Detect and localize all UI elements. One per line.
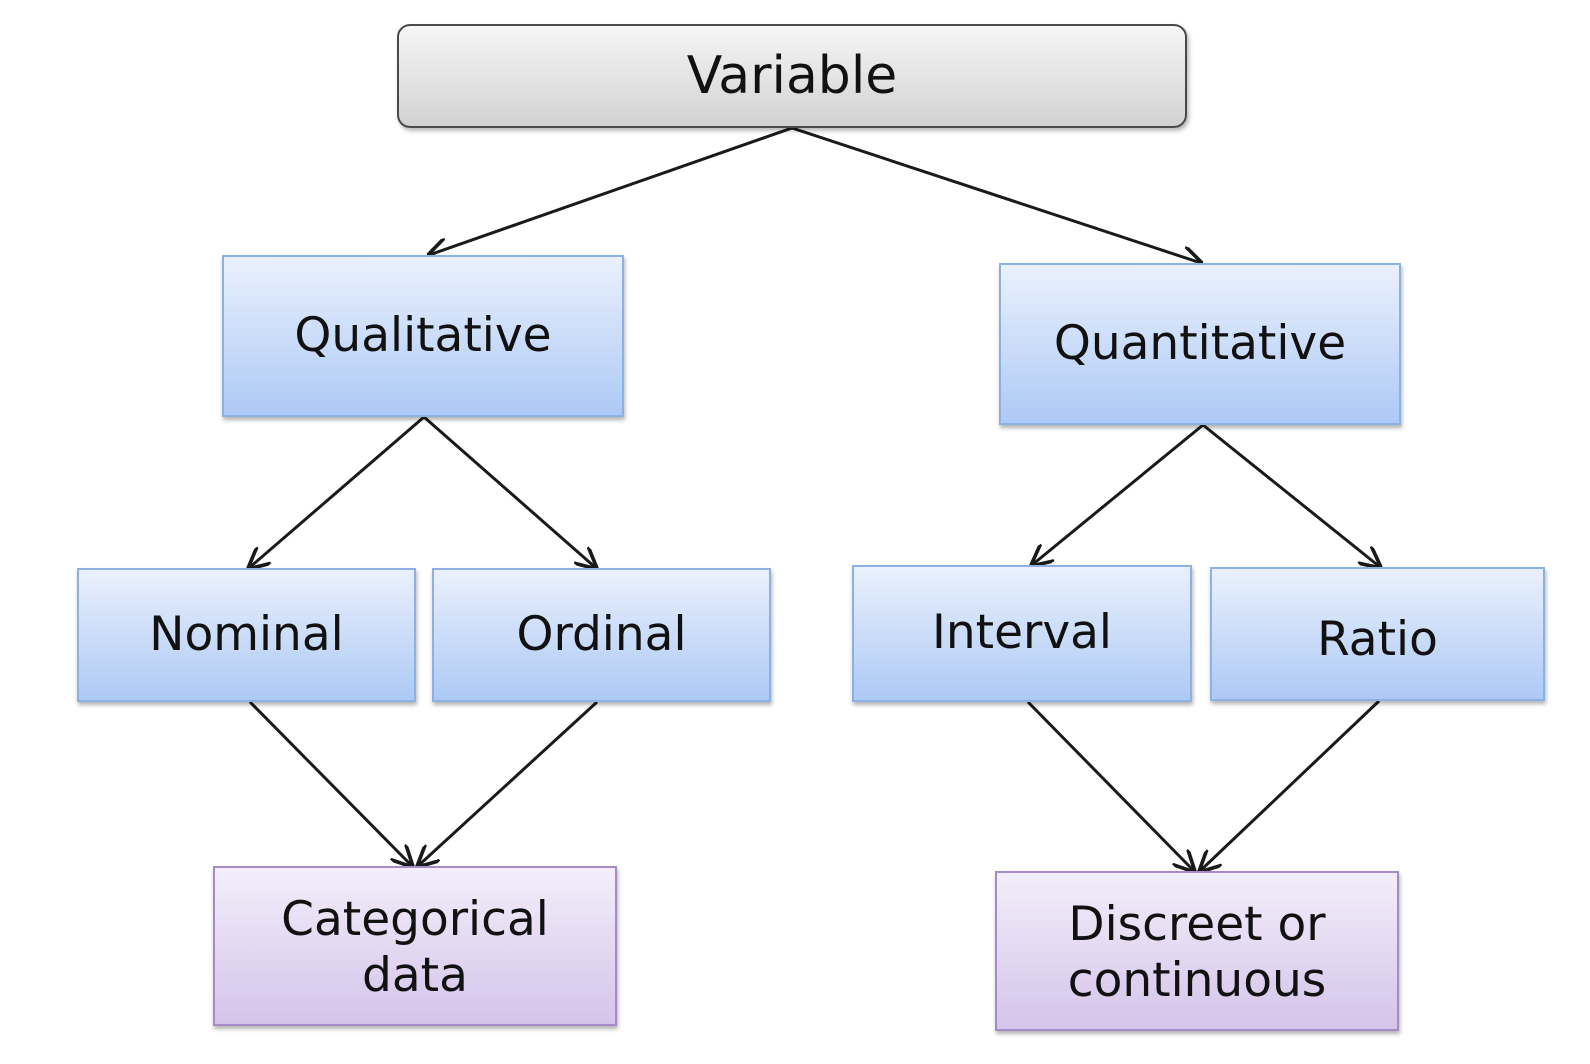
arrow-qualitative-to-ordinal (423, 415, 596, 568)
arrow-quantitative-to-interval (1032, 423, 1204, 565)
nominal-node: Nominal (77, 568, 416, 702)
quantitative-label: Quantitative (1053, 315, 1347, 371)
ratio-node: Ratio (1210, 567, 1545, 701)
categorical-data-label: Categorical data (281, 892, 549, 1005)
categorical-data-line-1: Categorical (281, 891, 549, 947)
interval-label: Interval (932, 605, 1112, 661)
arrow-ratio-to-discrete (1200, 699, 1381, 871)
discrete-or-continuous-line-1: Discreet or (1068, 896, 1326, 952)
categorical-data-line-2: data (362, 948, 468, 1003)
discrete-or-continuous-line-2: continuous (1067, 953, 1327, 1008)
arrow-ordinal-to-categorical (418, 700, 599, 866)
interval-node: Interval (852, 565, 1192, 702)
nominal-label: Nominal (149, 606, 344, 662)
ratio-label: Ratio (1317, 611, 1438, 667)
arrow-interval-to-discrete (1026, 700, 1194, 871)
variable-label: Variable (686, 45, 898, 106)
arrow-variable-to-qualitative (429, 126, 793, 255)
variable-node: Variable (397, 24, 1187, 128)
ordinal-label: Ordinal (516, 606, 687, 662)
qualitative-node: Qualitative (222, 255, 624, 417)
arrow-quantitative-to-ratio (1202, 423, 1380, 567)
discrete-or-continuous-label: Discreet or continuous (1068, 897, 1326, 1010)
arrow-qualitative-to-nominal (249, 415, 425, 568)
categorical-data-node: Categorical data (213, 866, 617, 1026)
qualitative-label: Qualitative (294, 307, 552, 363)
arrow-variable-to-quantitative (791, 126, 1201, 263)
ordinal-node: Ordinal (432, 568, 771, 702)
discrete-or-continuous-node: Discreet or continuous (995, 871, 1399, 1031)
quantitative-node: Quantitative (999, 263, 1401, 425)
arrow-nominal-to-categorical (248, 700, 412, 866)
